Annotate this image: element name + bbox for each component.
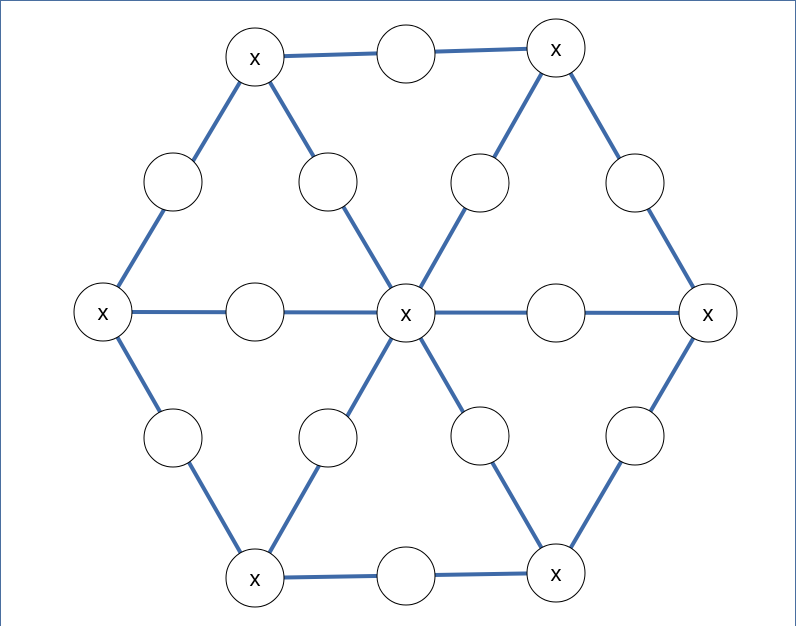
- node-circle-lr-outer: [605, 406, 665, 466]
- node-circle-bottom-mid: [376, 546, 436, 606]
- node-top-right: x: [526, 18, 586, 78]
- node-circle-top-mid: [376, 24, 436, 84]
- node-lr-outer: [605, 406, 665, 466]
- node-circle-ml: [225, 282, 285, 342]
- node-top-mid: [376, 24, 436, 84]
- node-circle-ll-inner: [298, 408, 358, 468]
- node-lr-inner: [450, 406, 510, 466]
- node-label-right: x: [703, 301, 714, 326]
- node-ur-inner: [450, 153, 510, 213]
- node-label-bottom-left: x: [250, 566, 261, 591]
- node-circle-ur-outer: [605, 153, 665, 213]
- node-top-left: x: [225, 27, 285, 87]
- node-ul-inner: [298, 152, 358, 212]
- node-circle-ul-outer: [143, 152, 203, 212]
- node-ll-inner: [298, 408, 358, 468]
- node-circle-bottom-right: [526, 543, 586, 603]
- node-mr: [526, 283, 586, 343]
- node-ml: [225, 282, 285, 342]
- node-circle-lr-inner: [450, 406, 510, 466]
- node-circle-ll-outer: [143, 408, 203, 468]
- node-ul-outer: [143, 152, 203, 212]
- node-ll-outer: [143, 408, 203, 468]
- node-right: x: [678, 283, 738, 343]
- node-bottom-left: x: [225, 548, 285, 608]
- nodes: x x x x x x x: [73, 18, 738, 608]
- node-circle-bottom-left: [225, 548, 285, 608]
- node-label-top-right: x: [551, 36, 562, 61]
- node-label-top-left: x: [250, 45, 261, 70]
- node-circle-ul-inner: [298, 152, 358, 212]
- node-circle-left: [73, 282, 133, 342]
- node-circle-top-right: [526, 18, 586, 78]
- node-circle-center: [376, 283, 436, 343]
- node-circle-mr: [526, 283, 586, 343]
- node-circle-top-left: [225, 27, 285, 87]
- node-label-left: x: [98, 300, 109, 325]
- node-center: x: [376, 283, 436, 343]
- node-ur-outer: [605, 153, 665, 213]
- node-label-center: x: [401, 301, 412, 326]
- node-circle-ur-inner: [450, 153, 510, 213]
- node-circle-right: [678, 283, 738, 343]
- node-bottom-right: x: [526, 543, 586, 603]
- node-bottom-mid: [376, 546, 436, 606]
- node-left: x: [73, 282, 133, 342]
- node-label-bottom-right: x: [551, 561, 562, 586]
